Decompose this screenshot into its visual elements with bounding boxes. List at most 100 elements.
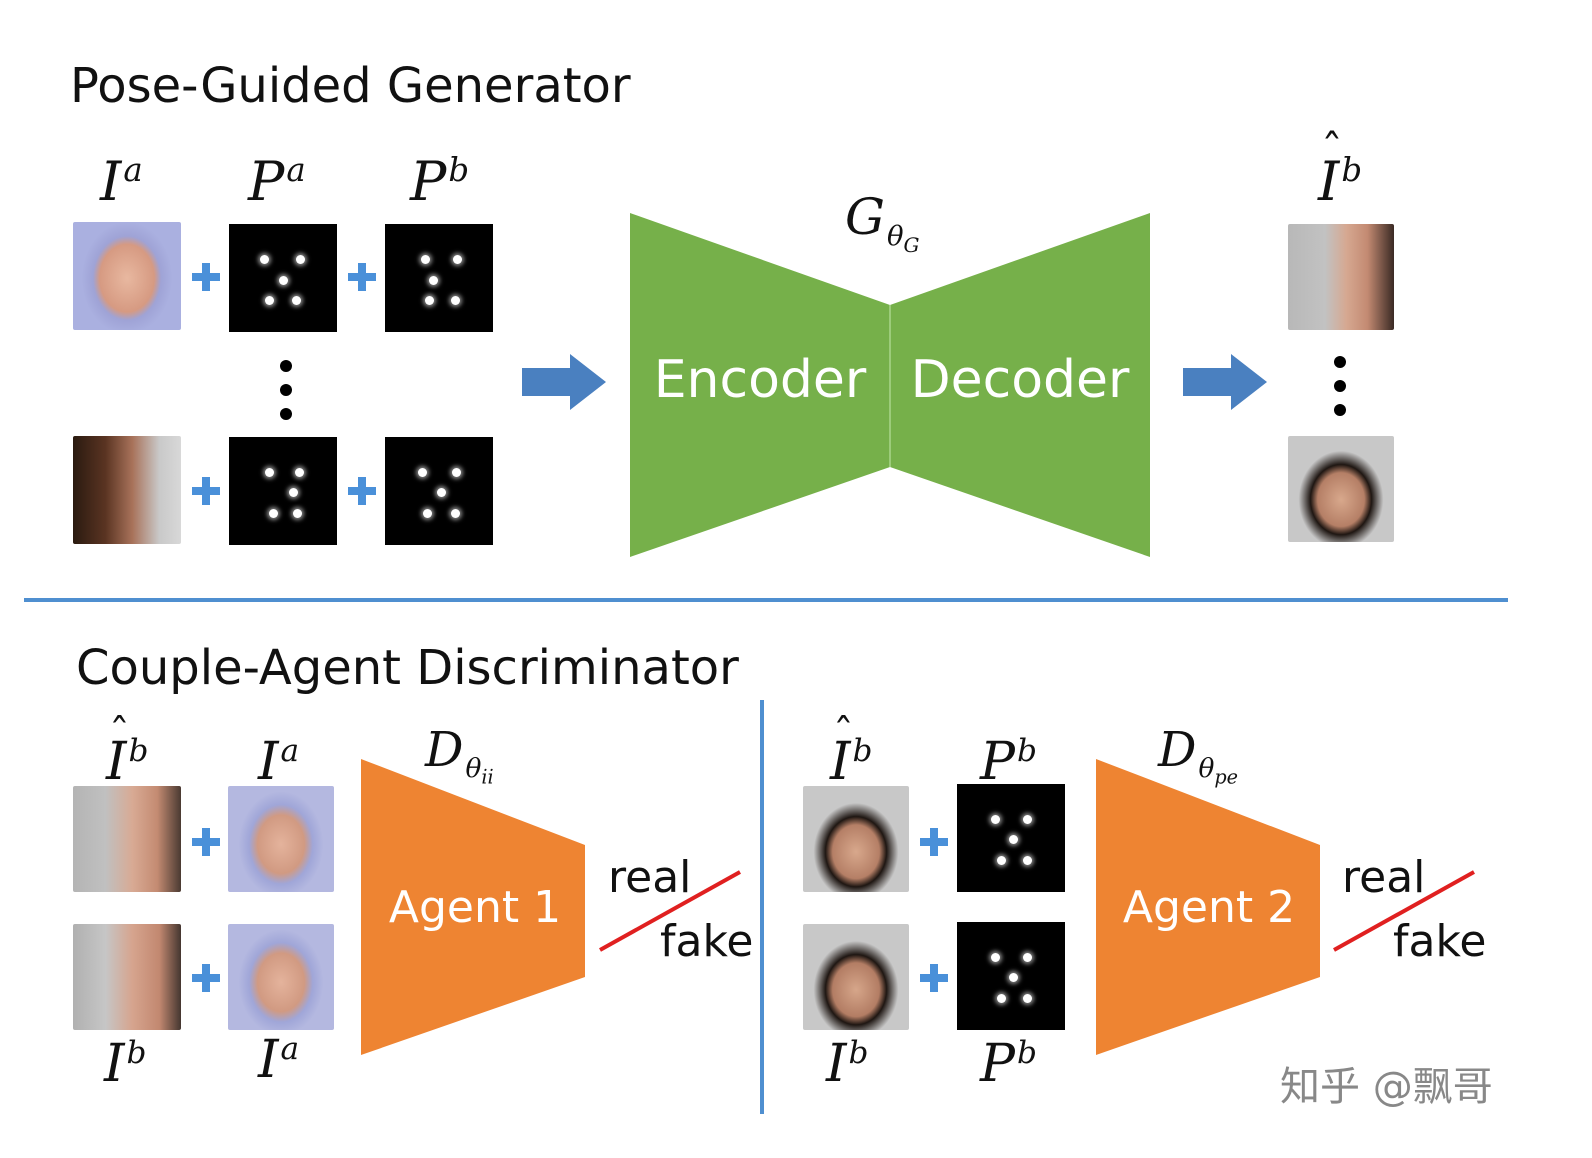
- keypoint-dot: [429, 276, 438, 285]
- label-pa-base: P: [248, 150, 285, 213]
- agent2-symbol: Dθpe: [1158, 722, 1238, 788]
- face-image-generated: [803, 786, 909, 892]
- arrow-right-icon: [1183, 354, 1267, 410]
- agent-divider: [760, 700, 764, 1114]
- face-image-target: [803, 924, 909, 1030]
- face-image-generated-row2: [1288, 436, 1394, 542]
- agent1-symbol: Dθii: [425, 722, 494, 788]
- encoder-decoder-network: [630, 213, 1150, 557]
- agent2-label-top-right: Pb: [980, 732, 1037, 792]
- generator-title: Pose-Guided Generator: [70, 58, 631, 114]
- keypoint-dot: [425, 296, 434, 305]
- pose-map-pa-row1: [229, 224, 337, 332]
- label-ia: Ia: [100, 150, 143, 213]
- ellipsis-vertical-icon: [280, 360, 292, 432]
- agent2-symbol-sub: θ: [1198, 752, 1215, 784]
- face-image-generated: [73, 786, 181, 892]
- encoder-label: Encoder: [653, 350, 867, 410]
- pose-map-pb-row1: [385, 224, 493, 332]
- plus-icon: [348, 477, 376, 505]
- face-image-generated-row1: [1288, 224, 1394, 330]
- plus-icon: [920, 828, 948, 856]
- keypoint-dot: [1023, 953, 1032, 962]
- agent2-label: Agent 2: [1122, 882, 1296, 933]
- label-ib-hat: Ib: [1318, 150, 1362, 213]
- keypoint-dot: [289, 488, 298, 497]
- face-image-source: [228, 924, 334, 1030]
- agent2-label-top-left-base: I: [830, 732, 851, 792]
- section-divider: [24, 598, 1508, 602]
- agent2-fake-label: fake: [1393, 916, 1487, 967]
- real-fake-slash: [599, 870, 741, 952]
- keypoint-dot: [418, 468, 427, 477]
- keypoint-dot: [279, 276, 288, 285]
- agent1-label-top-right-base: I: [258, 732, 279, 792]
- keypoint-dot: [991, 815, 1000, 824]
- face-image-target: [73, 924, 181, 1030]
- pose-map-target: [957, 784, 1065, 892]
- agent2-label-top-left: Ib: [830, 732, 873, 792]
- agent1-label-top-right-sup: a: [280, 732, 300, 769]
- agent1-fake-label: fake: [660, 916, 754, 967]
- agent1-symbol-base: D: [425, 722, 464, 778]
- keypoint-dot: [296, 255, 305, 264]
- agent2-label-top-right-base: P: [980, 732, 1015, 792]
- agent1-label-bottom-right: Ia: [258, 1030, 299, 1090]
- keypoint-dot: [269, 509, 278, 518]
- arrow-right-icon: [522, 354, 606, 410]
- decoder-block: [890, 213, 1150, 557]
- keypoint-dot: [292, 296, 301, 305]
- keypoint-dot: [260, 255, 269, 264]
- keypoint-dot: [1023, 856, 1032, 865]
- generator-symbol-sub: θ: [886, 220, 904, 252]
- face-image-source: [228, 786, 334, 892]
- keypoint-dot: [421, 255, 430, 264]
- face-image-ia-row2: [73, 436, 181, 544]
- keypoint-dot: [1023, 994, 1032, 1003]
- keypoint-dot: [451, 509, 460, 518]
- agent2-label-bottom-left-sup: b: [848, 1034, 869, 1071]
- generator-symbol: GθG: [845, 188, 920, 257]
- label-pa-sup: a: [286, 151, 306, 189]
- agent2-label-bottom-right-sup: b: [1017, 1034, 1037, 1071]
- plus-icon: [920, 964, 948, 992]
- label-ib-hat-base: I: [1318, 150, 1339, 213]
- keypoint-dot: [991, 953, 1000, 962]
- agent1-label-top-left-base: I: [106, 732, 127, 792]
- keypoint-dot: [423, 509, 432, 518]
- agent1-symbol-subsub: ii: [481, 765, 494, 789]
- keypoint-dot: [265, 296, 274, 305]
- generator-symbol-base: G: [845, 188, 885, 246]
- agent2-block: [1096, 759, 1320, 1055]
- label-ib-hat-sup: b: [1341, 151, 1363, 189]
- label-ia-sup: a: [123, 151, 143, 189]
- plus-icon: [192, 477, 220, 505]
- agent1-symbol-sub: θ: [465, 752, 482, 784]
- pose-map-pa-row2: [229, 437, 337, 545]
- generator-symbol-subsub: G: [903, 233, 920, 257]
- pose-map-pb-row2: [385, 437, 493, 545]
- label-pb-base: P: [410, 150, 447, 213]
- keypoint-dot: [452, 468, 461, 477]
- keypoint-dot: [295, 468, 304, 477]
- agent2-label-top-right-sup: b: [1017, 732, 1037, 769]
- agent2-label-bottom-right-base: P: [980, 1034, 1015, 1094]
- keypoint-dot: [265, 468, 274, 477]
- label-pb: Pb: [410, 150, 469, 213]
- label-pb-sup: b: [448, 151, 470, 189]
- agent2-symbol-base: D: [1158, 722, 1197, 778]
- agent2-symbol-subsub: pe: [1214, 765, 1239, 789]
- plus-icon: [192, 964, 220, 992]
- keypoint-dot: [437, 488, 446, 497]
- agent1-label-bottom-left: Ib: [104, 1034, 147, 1094]
- plus-icon: [348, 263, 376, 291]
- agent2-label-bottom-left: Ib: [826, 1034, 869, 1094]
- agent1-label-bottom-right-base: I: [258, 1030, 279, 1090]
- agent1-label-bottom-left-base: I: [104, 1034, 125, 1094]
- label-ia-base: I: [100, 150, 122, 213]
- encoder-block: [630, 213, 890, 557]
- real-fake-slash: [1333, 870, 1475, 952]
- keypoint-dot: [293, 509, 302, 518]
- keypoint-dot: [1009, 973, 1018, 982]
- agent1-label-bottom-right-sup: a: [280, 1030, 300, 1067]
